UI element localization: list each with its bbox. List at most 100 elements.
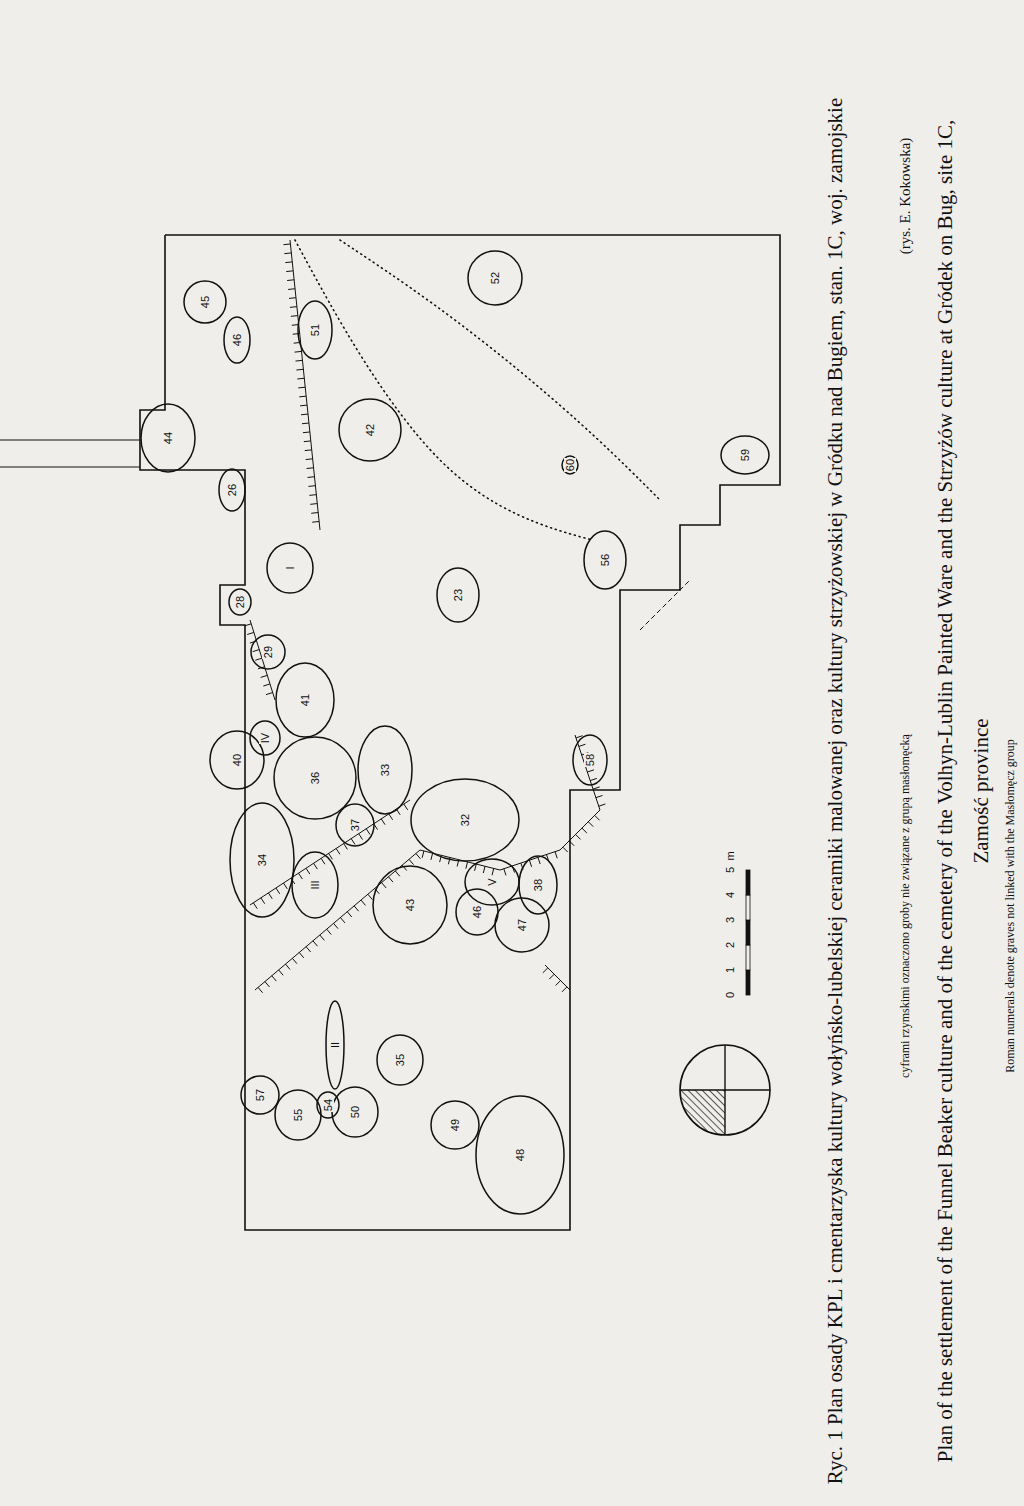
feature-pit: III <box>291 851 339 919</box>
note-text: cyframi rzymskimi oznaczono groby nie zw… <box>898 686 912 1126</box>
feature-pit: 58 <box>572 734 608 786</box>
feature-number: 38 <box>532 878 544 892</box>
feature-number: 50 <box>349 1105 361 1119</box>
feature-number: 23 <box>452 588 464 602</box>
grave-number: V <box>486 877 498 886</box>
feature-number: 40 <box>231 753 243 767</box>
scale-number: 4 <box>724 892 736 898</box>
feature-number: 48 <box>514 1148 526 1162</box>
feature-outline <box>437 568 479 622</box>
feature-number: 58 <box>584 753 596 767</box>
feature-outline <box>336 804 374 846</box>
feature-pit: 55 <box>274 1089 322 1141</box>
trench-line <box>420 850 560 875</box>
feature-pit: 60 <box>561 455 579 475</box>
feature-number: 32 <box>459 813 471 827</box>
grave-number: III <box>309 879 321 890</box>
feature-number: 56 <box>599 553 611 567</box>
feature-outline <box>326 1001 344 1089</box>
feature-pit: 46 <box>455 888 499 936</box>
feature-outline <box>210 731 264 789</box>
trench-line <box>543 965 570 992</box>
feature-outline <box>476 1096 564 1214</box>
feature-number: 44 <box>162 431 174 445</box>
feature-number: 33 <box>379 763 391 777</box>
trench-line <box>245 620 275 700</box>
feature-outline <box>141 404 195 472</box>
orientation-cross <box>680 1045 770 1135</box>
feature-pit: 29 <box>250 634 286 670</box>
note-text: Roman numerals denote graves not linked … <box>1003 676 1017 1136</box>
grave-number: I <box>284 565 296 570</box>
scale-bar <box>746 970 750 995</box>
feature-number: 41 <box>299 693 311 707</box>
feature-number: 42 <box>364 423 376 437</box>
feature-outline <box>332 1087 378 1137</box>
feature-outline <box>519 856 557 914</box>
feature-pit: 38 <box>518 855 558 915</box>
feature-pit: 45 <box>183 280 227 324</box>
feature-outline <box>224 317 250 363</box>
feature-pit: 33 <box>357 725 413 815</box>
feature-outline <box>275 1090 321 1140</box>
scale-bar <box>746 870 750 895</box>
feature-outline <box>230 803 294 917</box>
feature-pit: 47 <box>494 897 550 953</box>
feature-pit: 51 <box>297 300 333 360</box>
feature-pit: 49 <box>430 1100 480 1150</box>
feature-number: 55 <box>292 1108 304 1122</box>
feature-number: 49 <box>449 1118 461 1132</box>
feature-number: 35 <box>394 1053 406 1067</box>
feature-outline <box>339 399 401 461</box>
feature-pit: 28 <box>228 588 252 616</box>
feature-outline <box>276 663 334 737</box>
feature-outline <box>495 898 549 952</box>
feature-outline <box>721 436 769 474</box>
ditch-line <box>295 240 592 540</box>
feature-outline <box>411 779 519 861</box>
feature-number: 36 <box>309 771 321 785</box>
feature-number: 28 <box>234 595 246 609</box>
feature-outline <box>573 735 607 785</box>
feature-number: 54 <box>322 1098 334 1112</box>
feature-outline <box>468 251 522 305</box>
feature-outline <box>274 737 356 819</box>
feature-pit: II <box>325 1000 345 1090</box>
feature-pit: 37 <box>335 803 375 847</box>
feature-number: 45 <box>199 295 211 309</box>
credit-text: (rys. E. Kokowska) <box>896 116 914 276</box>
feature-outline <box>456 889 498 935</box>
feature-pit: 50 <box>331 1086 379 1138</box>
trench-line <box>560 735 605 852</box>
scale-bar <box>746 895 750 920</box>
feature-outline <box>241 1076 279 1114</box>
scale-bar <box>746 920 750 945</box>
scale-number: 0 <box>724 992 736 998</box>
feature-number: 60 <box>564 458 576 472</box>
feature-number: 47 <box>516 918 528 932</box>
feature-pit: 52 <box>467 250 523 306</box>
feature-pit: 42 <box>338 398 402 462</box>
feature-pit: V <box>464 858 520 906</box>
feature-outline <box>562 456 578 474</box>
feature-number: 51 <box>309 323 321 337</box>
scale-bar <box>746 945 750 970</box>
trench-line <box>283 240 320 530</box>
feature-outline <box>298 301 332 359</box>
feature-pit: 44 <box>140 403 196 473</box>
feature-outline <box>267 543 313 593</box>
scale-unit: m <box>724 851 736 860</box>
feature-number: 59 <box>739 448 751 462</box>
scale-number: 2 <box>724 942 736 948</box>
orientation-circle <box>680 1045 770 1135</box>
feature-pit: 35 <box>376 1034 424 1086</box>
feature-pit: I <box>266 542 314 594</box>
feature-outline <box>358 726 412 814</box>
feature-outline <box>184 281 226 323</box>
feature-outline <box>465 859 519 905</box>
feature-outline <box>229 589 251 615</box>
feature-pit: 46 <box>223 316 251 364</box>
feature-number: 43 <box>404 898 416 912</box>
